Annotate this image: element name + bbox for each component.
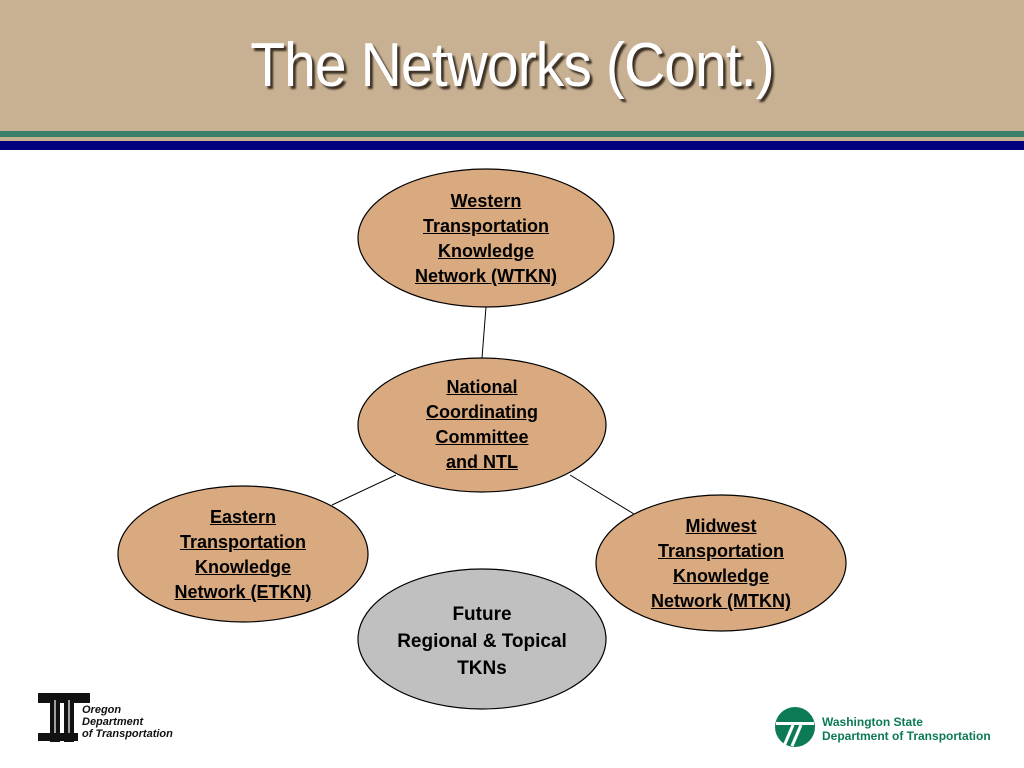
node-etkn-shape[interactable]: [117, 485, 369, 623]
node-etkn-label: Eastern Transportation Knowledge Network…: [174, 507, 312, 602]
green-divider-stripe: [0, 131, 1024, 137]
wsdot-logo-icon: [775, 707, 815, 747]
blue-divider-stripe: [0, 141, 1024, 150]
node-mtkn-shape[interactable]: [595, 494, 847, 632]
connector-wtkn-national: [481, 306, 487, 359]
wsdot-logo-text: Washington State Department of Transport…: [822, 715, 991, 743]
connector-national-mtkn: [569, 474, 635, 515]
node-national-shape[interactable]: [357, 357, 607, 493]
node-mtkn-label: Midwest Transportation Knowledge Network…: [651, 516, 791, 611]
node-future-shape[interactable]: [357, 568, 607, 710]
node-future-label: Future Regional & Topical TKNs: [397, 604, 567, 679]
connector-national-etkn: [331, 474, 397, 506]
node-wtkn-label: Western Transportation Knowledge Network…: [415, 191, 557, 286]
odot-logo-icon: [38, 693, 90, 742]
odot-logo-text: Oregon Department of Transportation: [82, 704, 173, 740]
slide-title: The Networks (Cont.): [250, 31, 775, 100]
node-wtkn-shape[interactable]: [357, 168, 615, 308]
node-national-label: National Coordinating Committee and NTL: [426, 377, 538, 472]
title-banner: [0, 0, 1024, 150]
